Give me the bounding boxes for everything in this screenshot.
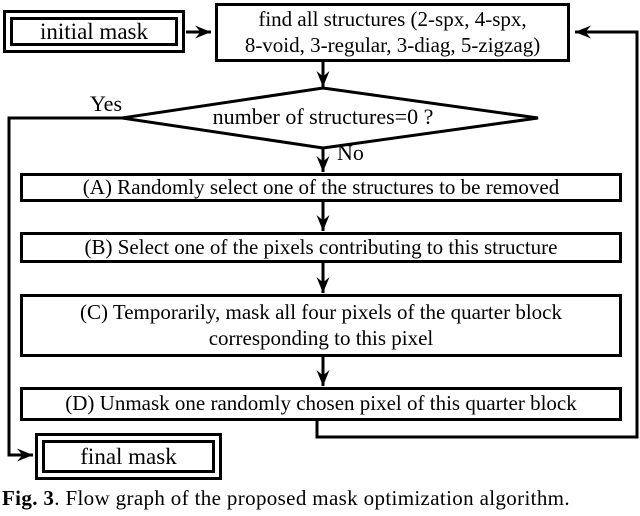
step-c-line2: corresponding to this pixel [208, 325, 434, 350]
step-a-node: (A) Randomly select one of the structure… [20, 173, 622, 202]
final-mask-label: final mask [80, 443, 177, 469]
step-c-line1: (C) Temporarily, mask all four pixels of… [80, 299, 562, 324]
step-b-node: (B) Select one of the pixels contributin… [20, 232, 622, 263]
figure-caption: Fig. 3. Flow graph of the proposed mask … [2, 486, 639, 511]
final-mask-inner-border: final mask [42, 440, 215, 473]
connector-step-d-loop-to-find [315, 25, 639, 439]
step-b-label: (B) Select one of the pixels contributin… [84, 234, 558, 259]
figure-caption-text: . Flow graph of the proposed mask optimi… [54, 486, 570, 510]
decision-label: number of structures=0 ? [212, 104, 434, 129]
initial-mask-label: initial mask [40, 18, 148, 44]
step-c-node: (C) Temporarily, mask all four pixels of… [20, 294, 622, 357]
initial-mask-node: initial mask [3, 10, 185, 53]
step-d-label: (D) Unmask one randomly chosen pixel of … [65, 391, 577, 416]
connector-yes-to-final-mask [7, 116, 122, 462]
initial-mask-inner-border: initial mask [10, 17, 178, 46]
final-mask-node: final mask [35, 433, 222, 480]
figure-caption-number: Fig. 3 [2, 486, 55, 510]
step-d-node: (D) Unmask one randomly chosen pixel of … [20, 387, 622, 421]
find-structures-node: find all structures (2-spx, 4-spx, 8-voi… [215, 3, 570, 62]
no-branch-label: No [337, 140, 364, 165]
find-structures-line2: 8-void, 3-regular, 3-diag, 5-zigzag) [244, 32, 541, 57]
step-a-label: (A) Randomly select one of the structure… [82, 174, 560, 199]
yes-branch-label: Yes [90, 91, 123, 116]
find-structures-line1: find all structures (2-spx, 4-spx, [258, 6, 527, 31]
